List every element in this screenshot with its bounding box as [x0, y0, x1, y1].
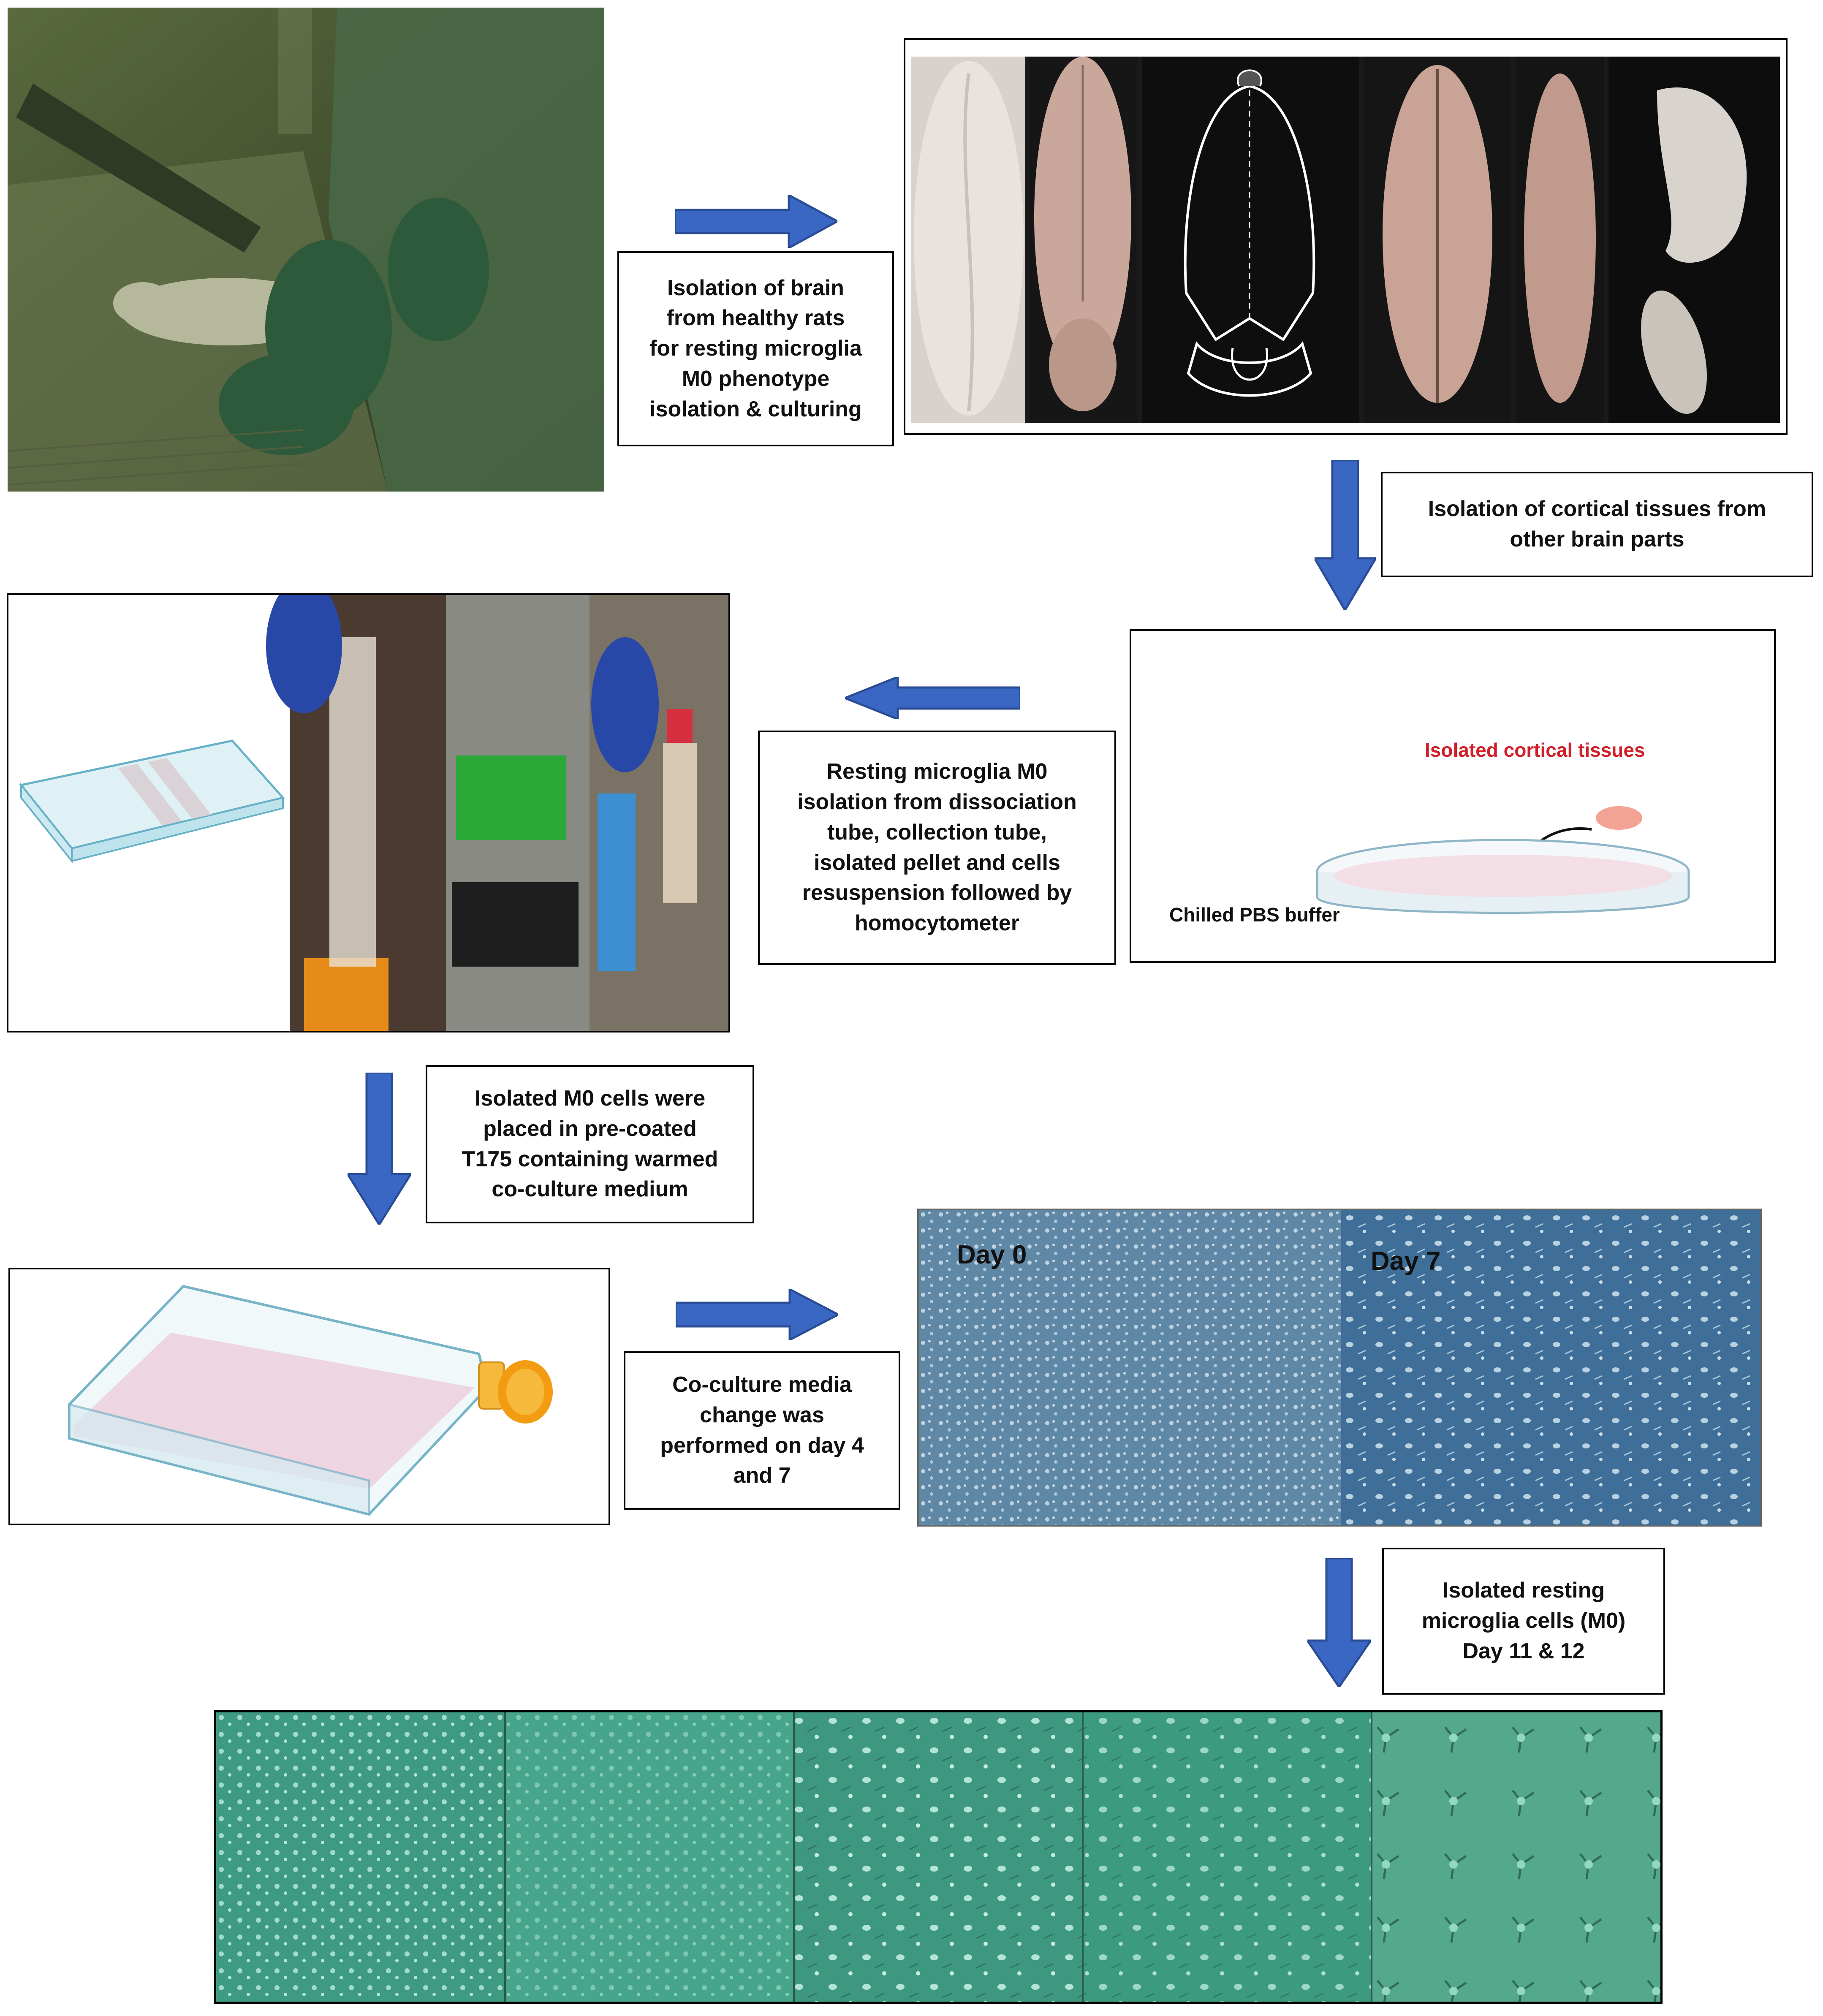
microglia-isolation-panel	[7, 593, 730, 1032]
step-media-change: Co-culture media change was performed on…	[624, 1351, 900, 1510]
step-final: Isolated resting microglia cells (M0) Da…	[1382, 1548, 1665, 1695]
tissue-label: Isolated cortical tissues	[1425, 739, 1645, 761]
t175-flask-panel	[8, 1268, 610, 1525]
arrow-down-1	[1315, 460, 1376, 610]
brain-dissection-panel	[904, 38, 1788, 435]
day0-micrograph: Day 0	[919, 1210, 1341, 1525]
arrow-left-1	[845, 677, 1020, 719]
arrow-down-2	[348, 1073, 411, 1225]
day-micrographs: Day 0 Day 7	[917, 1209, 1762, 1527]
buffer-label: Chilled PBS buffer	[1169, 904, 1340, 926]
rat-handling-photo	[8, 8, 604, 492]
petri-dish-panel: Isolated cortical tissues Chilled PBS bu…	[1130, 629, 1776, 963]
day0-label: Day 0	[957, 1240, 1027, 1269]
day7-micrograph: Day 7	[1341, 1210, 1760, 1525]
day7-label: Day 7	[1371, 1247, 1441, 1276]
step-microglia-isolation: Resting microglia M0 isolation from diss…	[758, 731, 1116, 965]
cortical-tissue	[1596, 806, 1642, 830]
step-placement: Isolated M0 cells were placed in pre-coa…	[426, 1065, 754, 1223]
arrow-right-1	[675, 195, 837, 248]
arrow-right-2	[676, 1289, 838, 1340]
final-micrographs	[214, 1710, 1663, 2004]
step-cortical-isolation: Isolation of cortical tissues from other…	[1381, 472, 1813, 577]
arrow-down-3	[1307, 1558, 1371, 1687]
step-brain-isolation: Isolation of brain from healthy rats for…	[617, 251, 894, 446]
